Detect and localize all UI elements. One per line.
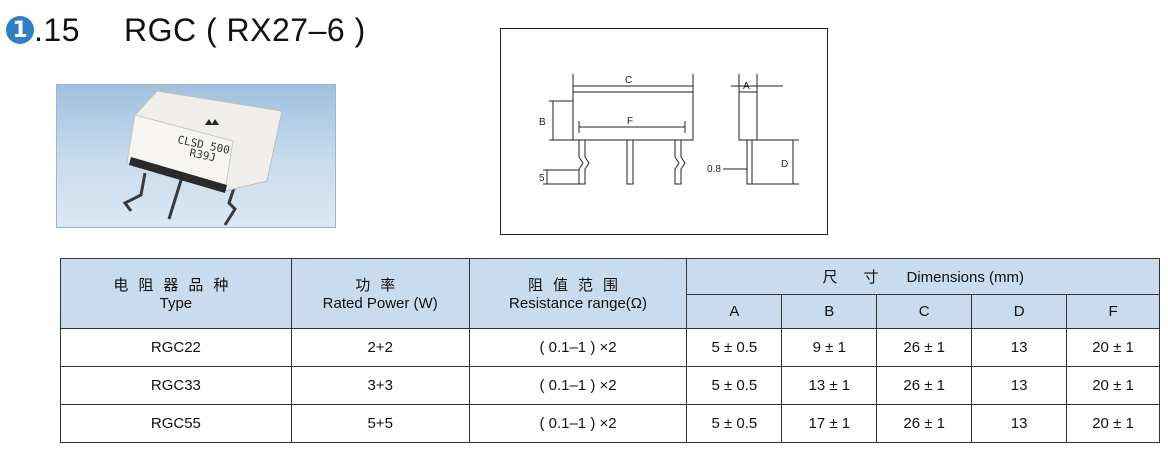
cell-F: 20 ± 1 (1066, 366, 1160, 405)
header-dim-A: A (686, 294, 783, 329)
label-B: B (539, 117, 546, 128)
dimension-drawing: C F B 5 A D 0.8 (500, 28, 828, 235)
cell-B: 9 ± 1 (781, 328, 878, 367)
cell-D: 13 (971, 366, 1068, 405)
label-lead: 5 (539, 173, 545, 184)
cell-B: 17 ± 1 (781, 404, 878, 443)
lead-middle (167, 176, 184, 220)
section-heading: 1 .15 RGC ( RX27–6 ) (6, 8, 366, 52)
cell-type: RGC33 (60, 366, 292, 405)
cell-type: RGC22 (60, 328, 292, 367)
product-photo: CLSD 500 R39J (56, 84, 336, 228)
label-F: F (627, 116, 633, 127)
header-range: 阻值范围 Resistance range(Ω) (468, 258, 688, 329)
cell-F: 20 ± 1 (1066, 404, 1160, 443)
header-dim-D: D (971, 294, 1068, 329)
cell-type: RGC55 (60, 404, 292, 443)
cell-A: 5 ± 0.5 (686, 366, 783, 405)
table-row: RGC22 2+2 ( 0.1–1 ) ×2 5 ± 0.5 9 ± 1 26 … (60, 328, 1160, 367)
lead-left (122, 172, 147, 212)
header-power: 功率 Rated Power (W) (290, 258, 470, 329)
logo-mark (205, 119, 219, 125)
header-type: 电阻器品种 Type (60, 258, 292, 329)
dimension-drawing-svg: C F B 5 A D 0.8 (539, 74, 799, 185)
cell-F: 20 ± 1 (1066, 328, 1160, 367)
cell-B: 13 ± 1 (781, 366, 878, 405)
header-dim-C: C (876, 294, 973, 329)
label-pin: 0.8 (707, 164, 721, 175)
cell-A: 5 ± 0.5 (686, 404, 783, 443)
cell-power: 3+3 (290, 366, 470, 405)
label-D: D (781, 159, 788, 170)
section-number-suffix: .15 (34, 11, 80, 48)
spec-table: 电阻器品种 Type 功率 Rated Power (W) 阻值范围 Resis… (60, 258, 1160, 443)
cell-range: ( 0.1–1 ) ×2 (468, 328, 688, 367)
cell-power: 5+5 (290, 404, 470, 443)
cell-C: 26 ± 1 (876, 328, 973, 367)
cell-D: 13 (971, 328, 1068, 367)
side-body-outline (738, 91, 758, 141)
table-row: RGC33 3+3 ( 0.1–1 ) ×2 5 ± 0.5 13 ± 1 26… (60, 366, 1160, 405)
cell-C: 26 ± 1 (876, 404, 973, 443)
cell-power: 2+2 (290, 328, 470, 367)
lead-right (223, 184, 237, 226)
table-row: RGC55 5+5 ( 0.1–1 ) ×2 5 ± 0.5 17 ± 1 26… (60, 404, 1160, 443)
cell-C: 26 ± 1 (876, 366, 973, 405)
cell-A: 5 ± 0.5 (686, 328, 783, 367)
model-title: RGC ( RX27–6 ) (123, 11, 366, 48)
header-dim-F: F (1066, 294, 1160, 329)
photo-label-line2: R39J (188, 146, 217, 164)
section-number-badge: 1 (6, 16, 34, 44)
resistor-base-seam (129, 157, 227, 193)
label-C: C (625, 75, 632, 86)
label-A: A (743, 81, 750, 92)
cell-D: 13 (971, 404, 1068, 443)
cell-range: ( 0.1–1 ) ×2 (468, 404, 688, 443)
cell-range: ( 0.1–1 ) ×2 (468, 366, 688, 405)
resistor-illustration: CLSD 500 R39J (122, 90, 283, 226)
header-dim-B: B (781, 294, 878, 329)
